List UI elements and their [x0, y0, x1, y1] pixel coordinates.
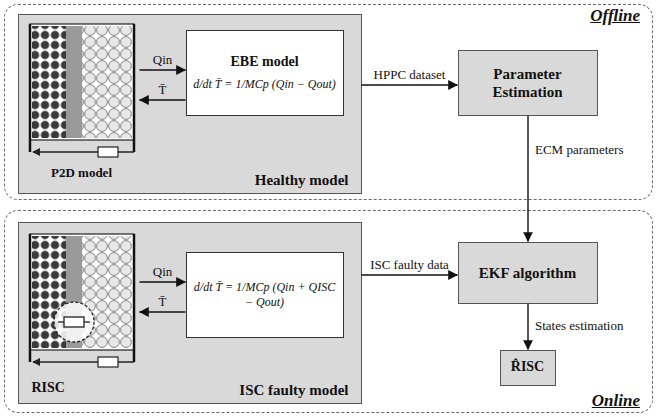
result-box: R̂ISC: [500, 350, 556, 386]
current-collector: [29, 24, 32, 152]
edge-label-holder: Qin: [144, 53, 182, 68]
flow-arrow: [140, 99, 186, 100]
positive-electrode: [82, 26, 132, 138]
external-wire: [33, 151, 134, 152]
edge-label-holder: T̄: [144, 83, 182, 98]
node-title: EKF algorithm: [479, 264, 576, 282]
equation-box: EBE model d/dt T̄ = 1/MCp (Qin − Qout): [186, 30, 344, 116]
edge-label-holder: States estimation: [535, 319, 650, 334]
flow-arrow: [140, 69, 186, 70]
edge-label-holder: Qin: [144, 265, 182, 280]
separator: [66, 26, 82, 138]
edge-label-holder: HPPC dataset: [366, 68, 454, 83]
current-collector: [29, 234, 32, 362]
external-wire: [33, 361, 134, 362]
isc-resistor: [64, 317, 84, 327]
edge-label: Qin: [153, 265, 173, 280]
node-title: P2D model: [51, 165, 112, 181]
edge-label: ECM parameters: [535, 143, 623, 158]
node-title: RISC: [32, 380, 65, 397]
process-box: Parameter Estimation: [458, 50, 598, 116]
flow-arrow: [140, 281, 186, 282]
short-circuit-region: [54, 302, 94, 342]
negative-electrode: [32, 26, 66, 138]
current-collector: [133, 24, 136, 152]
edge-label: States estimation: [535, 319, 623, 334]
isc-wire: [84, 321, 90, 322]
faulty-cell-illustration: [30, 234, 134, 367]
node-title: Online: [592, 391, 640, 411]
node-title: d/dt T̄ = 1/MCp (Qin + QISC − Qout): [193, 280, 337, 309]
node-title: Parameter Estimation: [465, 65, 591, 101]
flow-arrow: [362, 274, 458, 275]
flow-arrow: [140, 311, 186, 312]
edge-label: T̄: [159, 83, 167, 98]
current-collector: [133, 234, 136, 362]
load-resistor: [98, 357, 118, 367]
isc-wire: [58, 321, 64, 322]
edge-label: HPPC dataset: [374, 68, 446, 83]
p2d-cell-illustration: [30, 24, 134, 157]
edge-label-holder: ISC faulty data: [366, 258, 454, 273]
cell-outline: [30, 234, 134, 350]
node-title: Offline: [590, 6, 640, 26]
node-title: ISC faulty model: [239, 381, 348, 399]
edge-label-holder: T̄: [144, 295, 182, 310]
flow-arrow: [527, 116, 528, 242]
flow-arrow: [362, 84, 458, 85]
edge-label: ISC faulty data: [370, 258, 449, 273]
edge-label: T̄: [159, 295, 167, 310]
node-title: Healthy model: [255, 171, 349, 189]
node-equation: d/dt T̄ = 1/MCp (Qin − Qout): [193, 77, 336, 91]
node-title: EBE model: [230, 54, 298, 71]
flow-arrow: [527, 304, 528, 350]
edge-label-holder: ECM parameters: [535, 143, 650, 158]
edge-label: Qin: [153, 53, 173, 68]
cell-outline: [30, 24, 134, 140]
load-resistor: [98, 147, 118, 157]
equation-box: d/dt T̄ = 1/MCp (Qin + QISC − Qout): [186, 252, 344, 338]
node-title: R̂ISC: [511, 359, 544, 376]
process-box: EKF algorithm: [458, 242, 598, 304]
